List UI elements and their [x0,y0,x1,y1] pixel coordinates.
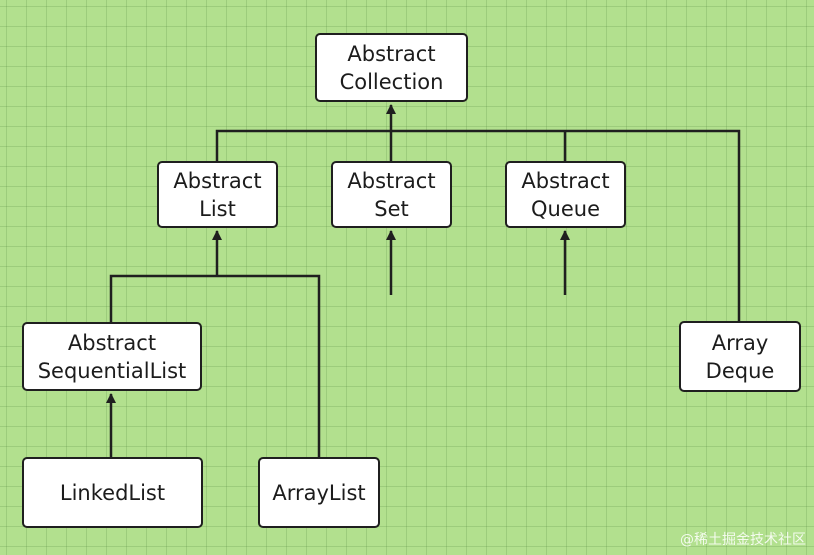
node-label: ArrayList [272,480,366,505]
node-abstract-list: Abstract List [157,161,278,228]
node-label: Abstract List [173,168,262,221]
connector-collection-bus [215,129,741,323]
node-linked-list: LinkedList [22,457,203,528]
node-label: Array Deque [705,330,775,383]
node-abstract-queue: Abstract Queue [505,161,626,228]
node-label: Abstract Queue [521,168,610,221]
node-label: Abstract Collection [339,41,444,94]
node-abstract-collection: Abstract Collection [315,33,468,102]
node-abstract-sequential-list: Abstract SequentialList [22,322,202,391]
node-array-list: ArrayList [258,457,380,528]
node-abstract-set: Abstract Set [331,161,452,228]
node-label: Abstract SequentialList [37,330,187,383]
node-label: LinkedList [59,480,166,505]
node-label: Abstract Set [347,168,436,221]
watermark: @稀土掘金技术社区 [680,532,806,548]
connector-list-bus [109,274,321,459]
node-array-deque: Array Deque [679,321,801,392]
